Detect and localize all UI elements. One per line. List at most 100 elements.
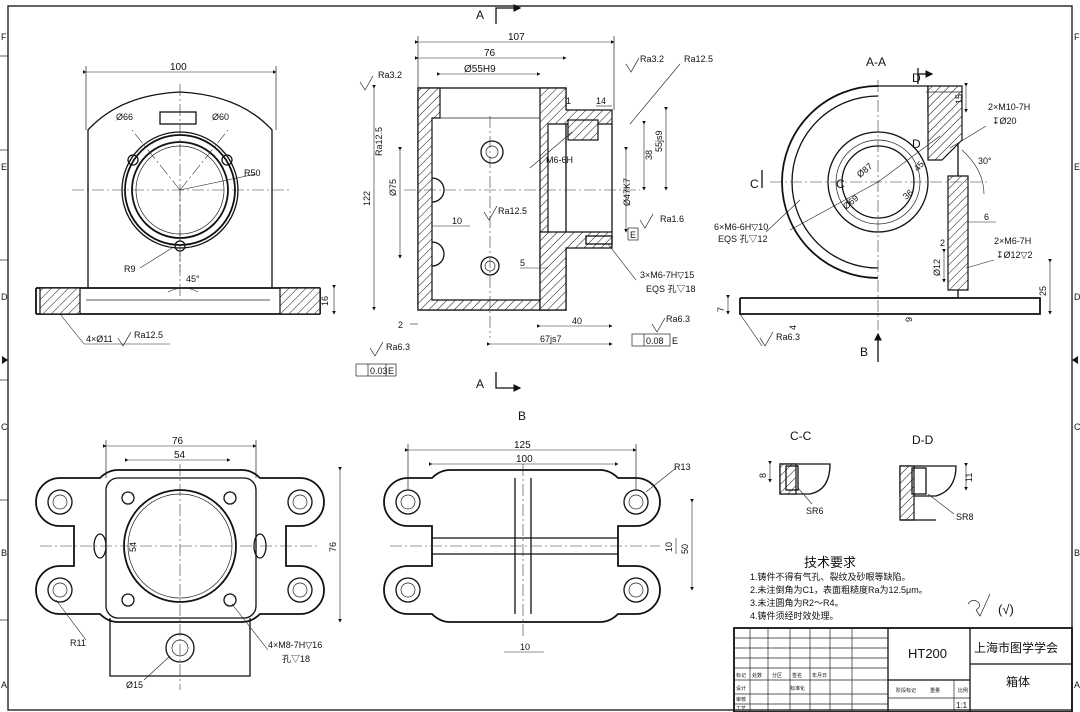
dim-d12: Ø12	[932, 259, 942, 276]
section-a-a: A-A D D C C B 2×M10-7H ↧Ø20 15 30° Ø87 Ø…	[714, 55, 1052, 362]
thread-3m6: 3×M6-7H▽15	[640, 270, 694, 280]
dim-16: 16	[320, 296, 330, 306]
tol-flat-datum: E	[388, 366, 394, 376]
ra16: Ra1.6	[660, 214, 684, 224]
tol-perp: 0.08	[646, 336, 664, 346]
notes-title: 技术要求	[804, 555, 856, 570]
dim-15-a: 15	[954, 94, 964, 104]
cut-b: B	[860, 345, 868, 359]
thread-2m6-depth: ↧Ø12▽2	[996, 250, 1032, 260]
dim-r13: R13	[674, 462, 691, 472]
dim-6-a: 6	[984, 212, 989, 222]
dim-d66: Ø66	[116, 112, 133, 122]
tol-flat: 0.03	[370, 366, 388, 376]
dim-125: 125	[514, 440, 531, 451]
dim-r11: R11	[70, 638, 86, 648]
organization: 上海市图学学会	[974, 640, 1058, 655]
holes-callout: 4×Ø11	[86, 334, 113, 344]
thread-m6-6h: M6-6H	[546, 155, 573, 165]
notes-line-4: 4.铸件须经时效处理。	[750, 610, 839, 621]
zone-right-e: E	[1074, 162, 1080, 172]
top-view: 76 54 54 76 R11 4×M8-7H▽16 孔▽18 Ø15	[35, 436, 342, 690]
section-c-label: C-C	[790, 429, 812, 443]
tol-perp-datum: E	[672, 336, 678, 346]
front-roughness: Ra12.5	[134, 330, 163, 340]
dim-1: 1	[566, 96, 571, 106]
thread-m8: 4×M8-7H▽16	[268, 640, 322, 650]
dim-45-a: 45	[912, 159, 926, 173]
section-a-label: A-A	[866, 55, 886, 69]
cut-c-right: C	[836, 177, 845, 191]
dim-100-b: 100	[516, 454, 533, 465]
dim-2: 2	[398, 320, 403, 330]
dim-25-a: 25	[1038, 286, 1048, 296]
zone-right-d: D	[1074, 292, 1080, 302]
cut-a-top: A	[476, 8, 484, 22]
dim-54-top: 54	[174, 450, 186, 461]
dim-50-b: 50	[680, 544, 690, 554]
section-d-label: D-D	[912, 433, 934, 447]
ra63-a: Ra6.3	[386, 342, 410, 352]
datum-e: E	[630, 230, 636, 240]
notes-line-3: 3.未注圆角为R2～R4。	[750, 597, 844, 608]
zone-left-f: F	[1, 32, 7, 42]
drawing-border: F E D C B A F E D C B A	[0, 5, 1080, 711]
zone-right-a: A	[1074, 680, 1080, 690]
dim-d69: Ø69	[841, 193, 860, 212]
dim-45: 45°	[186, 274, 200, 284]
ra32-left: Ra3.2	[378, 70, 402, 80]
zone-left-b: B	[1, 548, 7, 558]
dim-9-a: 9	[904, 317, 914, 322]
section-view: 107 76 Ø55H9 Ra3.2 Ra3.2 Ra12.5 Ra12.5 1…	[355, 4, 713, 392]
dim-76-sec: 76	[484, 48, 496, 59]
dim-55js9: 55js9	[654, 130, 664, 152]
dim-107: 107	[508, 32, 525, 43]
dim-76-top: 76	[172, 436, 184, 447]
technical-notes: 技术要求 1.铸件不得有气孔、裂纹及砂眼等缺陷。 2.未注倒角为C1，表面粗糙度…	[750, 555, 1014, 621]
thread-2m6: 2×M6-7H	[994, 236, 1031, 246]
dim-38: 38	[644, 150, 654, 160]
tb-row-3: 审核	[736, 696, 746, 703]
dim-d15: Ø15	[126, 680, 143, 690]
material: HT200	[908, 646, 947, 661]
thread-eqs: EQS 孔▽18	[646, 284, 696, 294]
zone-left-c: C	[1, 422, 8, 432]
zone-right-b: B	[1074, 548, 1080, 558]
ra125-top: Ra12.5	[684, 54, 713, 64]
tb-col-1: 标记	[736, 672, 746, 679]
ra63-b: Ra6.3	[666, 314, 690, 324]
dim-76v-top: 76	[328, 542, 338, 552]
dim-4-a: 4	[788, 325, 798, 330]
zone-right-f: F	[1074, 32, 1080, 42]
dim-10-sec: 10	[452, 216, 462, 226]
dim-d75: Ø75	[388, 179, 398, 196]
ra125-center: Ra12.5	[498, 206, 527, 216]
zone-left-d: D	[1, 292, 8, 302]
cut-a-bottom: A	[476, 377, 484, 391]
dim-36-a: 36	[901, 187, 915, 201]
cut-c-left: C	[750, 177, 759, 191]
tb-col-3: 分区	[772, 672, 782, 679]
dim-d47k7: Ø47K7	[622, 178, 632, 206]
tb-col-2: 处数	[752, 672, 762, 679]
tb-row-2: 标准化	[790, 685, 805, 692]
dim-40: 40	[572, 316, 582, 326]
tb-weight: 重量	[930, 687, 940, 694]
thread-6m6-eqs: EQS 孔▽12	[718, 234, 768, 244]
tb-stage: 阶段标记	[896, 687, 916, 694]
part-name: 箱体	[1006, 674, 1030, 689]
front-view: 100 Ø66 Ø60 R50 R9 45° 16 4×Ø11 Ra12.5	[35, 62, 336, 347]
ra32-right: Ra3.2	[640, 54, 664, 64]
title-block: HT200 上海市图学学会 箱体 1:1 标记 处数 分区 签名 年月日 设计 …	[733, 627, 1073, 712]
general-roughness-icon	[967, 593, 991, 617]
zone-right-c: C	[1074, 422, 1080, 432]
dim-c8: 8	[758, 473, 768, 478]
dim-10-b-h: 10	[520, 642, 530, 652]
dim-14: 14	[596, 96, 606, 106]
scale: 1:1	[956, 701, 968, 710]
zone-left-a: A	[1, 680, 7, 690]
zone-left-e: E	[1, 162, 7, 172]
dim-sr6: SR6	[806, 506, 824, 516]
view-b: B 125 100 R13 10 50 10	[383, 409, 694, 653]
